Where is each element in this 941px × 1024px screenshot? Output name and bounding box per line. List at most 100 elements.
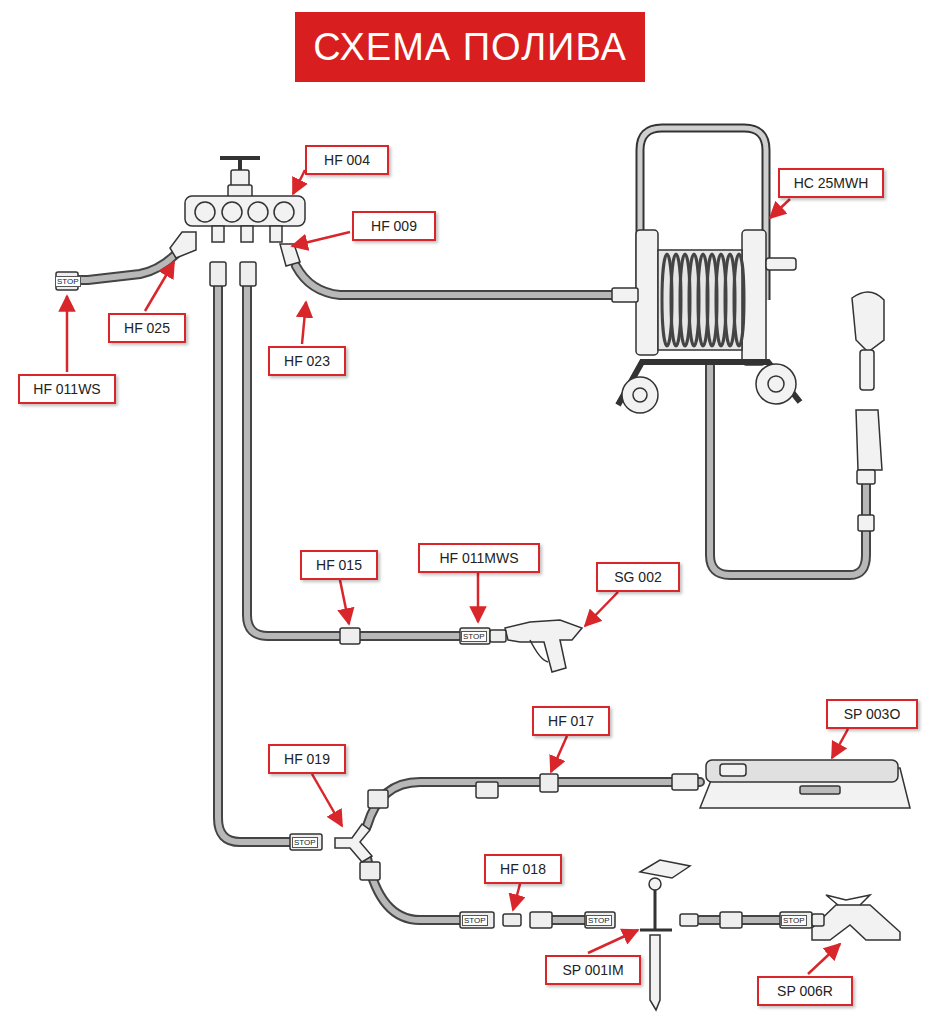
drawing-stroke: [612, 288, 638, 302]
drawing-stroke: [649, 878, 661, 890]
drawing-stroke: [672, 774, 698, 790]
drawing-stroke: [530, 640, 548, 662]
drawing-stroke: [540, 774, 558, 792]
part-code: HC 25MWH: [794, 175, 869, 191]
part-code: HF 009: [371, 218, 417, 234]
drawing-stroke: [312, 774, 342, 826]
drawing-stroke: [247, 285, 470, 636]
part-code: SP 001IM: [562, 962, 623, 978]
drawing-stroke: [636, 230, 658, 355]
drawing-stroke: [640, 860, 690, 878]
drawing-stroke: [658, 250, 742, 350]
part-code: HF 004: [324, 152, 370, 168]
fitting-label: STOP: [586, 915, 612, 926]
callout-box: HF 004: [305, 145, 389, 175]
drawing-stroke: [222, 202, 242, 222]
drawing-stroke: [56, 262, 824, 928]
drawing-stroke: [863, 484, 869, 515]
drawing-stroke: [228, 185, 252, 197]
callout-box: SG 002: [596, 562, 680, 592]
drawing-stroke: [856, 410, 882, 470]
drawing-stroke: [270, 226, 282, 242]
drawing-stroke: [293, 170, 305, 194]
drawing-stroke: [145, 262, 174, 311]
callout-box: HF 011MWS: [418, 543, 540, 573]
drawing-stroke: [766, 258, 796, 270]
drawing-stroke: [720, 912, 742, 928]
drawing-stroke: [808, 944, 840, 974]
drawing-stroke: [650, 935, 660, 1010]
drawing-stroke: [340, 580, 349, 624]
part-code: HF 019: [284, 751, 330, 767]
fitting-label: STOP: [462, 915, 488, 926]
drawing-stroke: [367, 858, 470, 920]
drawing-stroke: [812, 905, 900, 940]
drawing-stroke: [662, 254, 744, 346]
drawing-stroke: [857, 470, 875, 484]
drawing-stroke: [368, 790, 388, 808]
drawing-stroke: [292, 232, 350, 246]
drawing-stroke: [490, 630, 506, 642]
drawing-stroke: [503, 914, 521, 926]
drawing-stroke: [74, 254, 176, 280]
drawing-stroke: [296, 266, 612, 295]
drawing-stroke: [768, 376, 784, 392]
drawing-stroke: [513, 884, 520, 910]
drawing-stroke: [340, 628, 360, 644]
drawing-stroke: [832, 729, 848, 758]
parts: [56, 128, 910, 1010]
drawing-stroke: [477, 573, 480, 622]
drawing-stroke: [74, 254, 176, 280]
drawing-stroke: [290, 834, 322, 850]
drawing-stroke: [195, 202, 215, 222]
drawing-stroke: [756, 364, 796, 404]
drawing-stroke: [367, 782, 700, 826]
drawing-stroke: [241, 226, 253, 242]
part-code: HF 025: [124, 320, 170, 336]
callout-box: SP 003O: [826, 699, 918, 729]
callout-box: HF 017: [532, 706, 610, 736]
title-banner: СХЕМА ПОЛИВА: [295, 12, 645, 82]
callout-box: HF 011WS: [18, 374, 116, 404]
drawing-stroke: [274, 202, 294, 222]
part-code: SG 002: [614, 569, 661, 585]
drawing-stroke: [476, 782, 498, 798]
callout-box: HF 015: [300, 550, 378, 580]
drawing-stroke: [812, 914, 824, 926]
drawing-stroke: [588, 930, 638, 953]
drawing-stroke: [66, 296, 69, 372]
callout-box: HC 25MWH: [778, 168, 884, 198]
part-code: SP 003O: [844, 706, 901, 722]
drawing-stroke: [551, 736, 567, 772]
part-code: HF 017: [548, 713, 594, 729]
drawing-stroke: [240, 262, 256, 286]
drawing-stroke: [248, 202, 268, 222]
drawing-stroke: [185, 196, 305, 226]
drawing-stroke: [800, 786, 840, 794]
drawing-stroke: [734, 254, 744, 346]
callout-box: HF 019: [268, 744, 346, 774]
drawing-stroke: [720, 764, 746, 776]
drawing-stroke: [367, 858, 470, 920]
drawing-stroke: [780, 912, 812, 928]
drawing-stroke: [530, 912, 552, 928]
drawing-stroke: [622, 377, 658, 413]
fitting-label: STOP: [55, 276, 81, 287]
part-code: HF 023: [284, 353, 330, 369]
drawing-stroke: [302, 302, 306, 344]
drawing-stroke: [706, 760, 898, 782]
drawing-stroke: [633, 388, 647, 402]
drawing-stroke: [210, 262, 226, 286]
drawing-stroke: [360, 862, 380, 880]
drawing-stroke: [858, 515, 874, 531]
part-code: HF 011WS: [33, 381, 100, 397]
fitting-label: STOP: [292, 837, 318, 848]
drawing-stroke: [170, 232, 196, 258]
drawing-stroke: [585, 592, 618, 626]
drawing-stroke: [367, 782, 700, 826]
part-code: HF 011MWS: [439, 550, 518, 566]
leader-lines: [67, 170, 848, 974]
drawing-stroke: [280, 244, 300, 266]
drawing-stroke: [460, 912, 494, 928]
